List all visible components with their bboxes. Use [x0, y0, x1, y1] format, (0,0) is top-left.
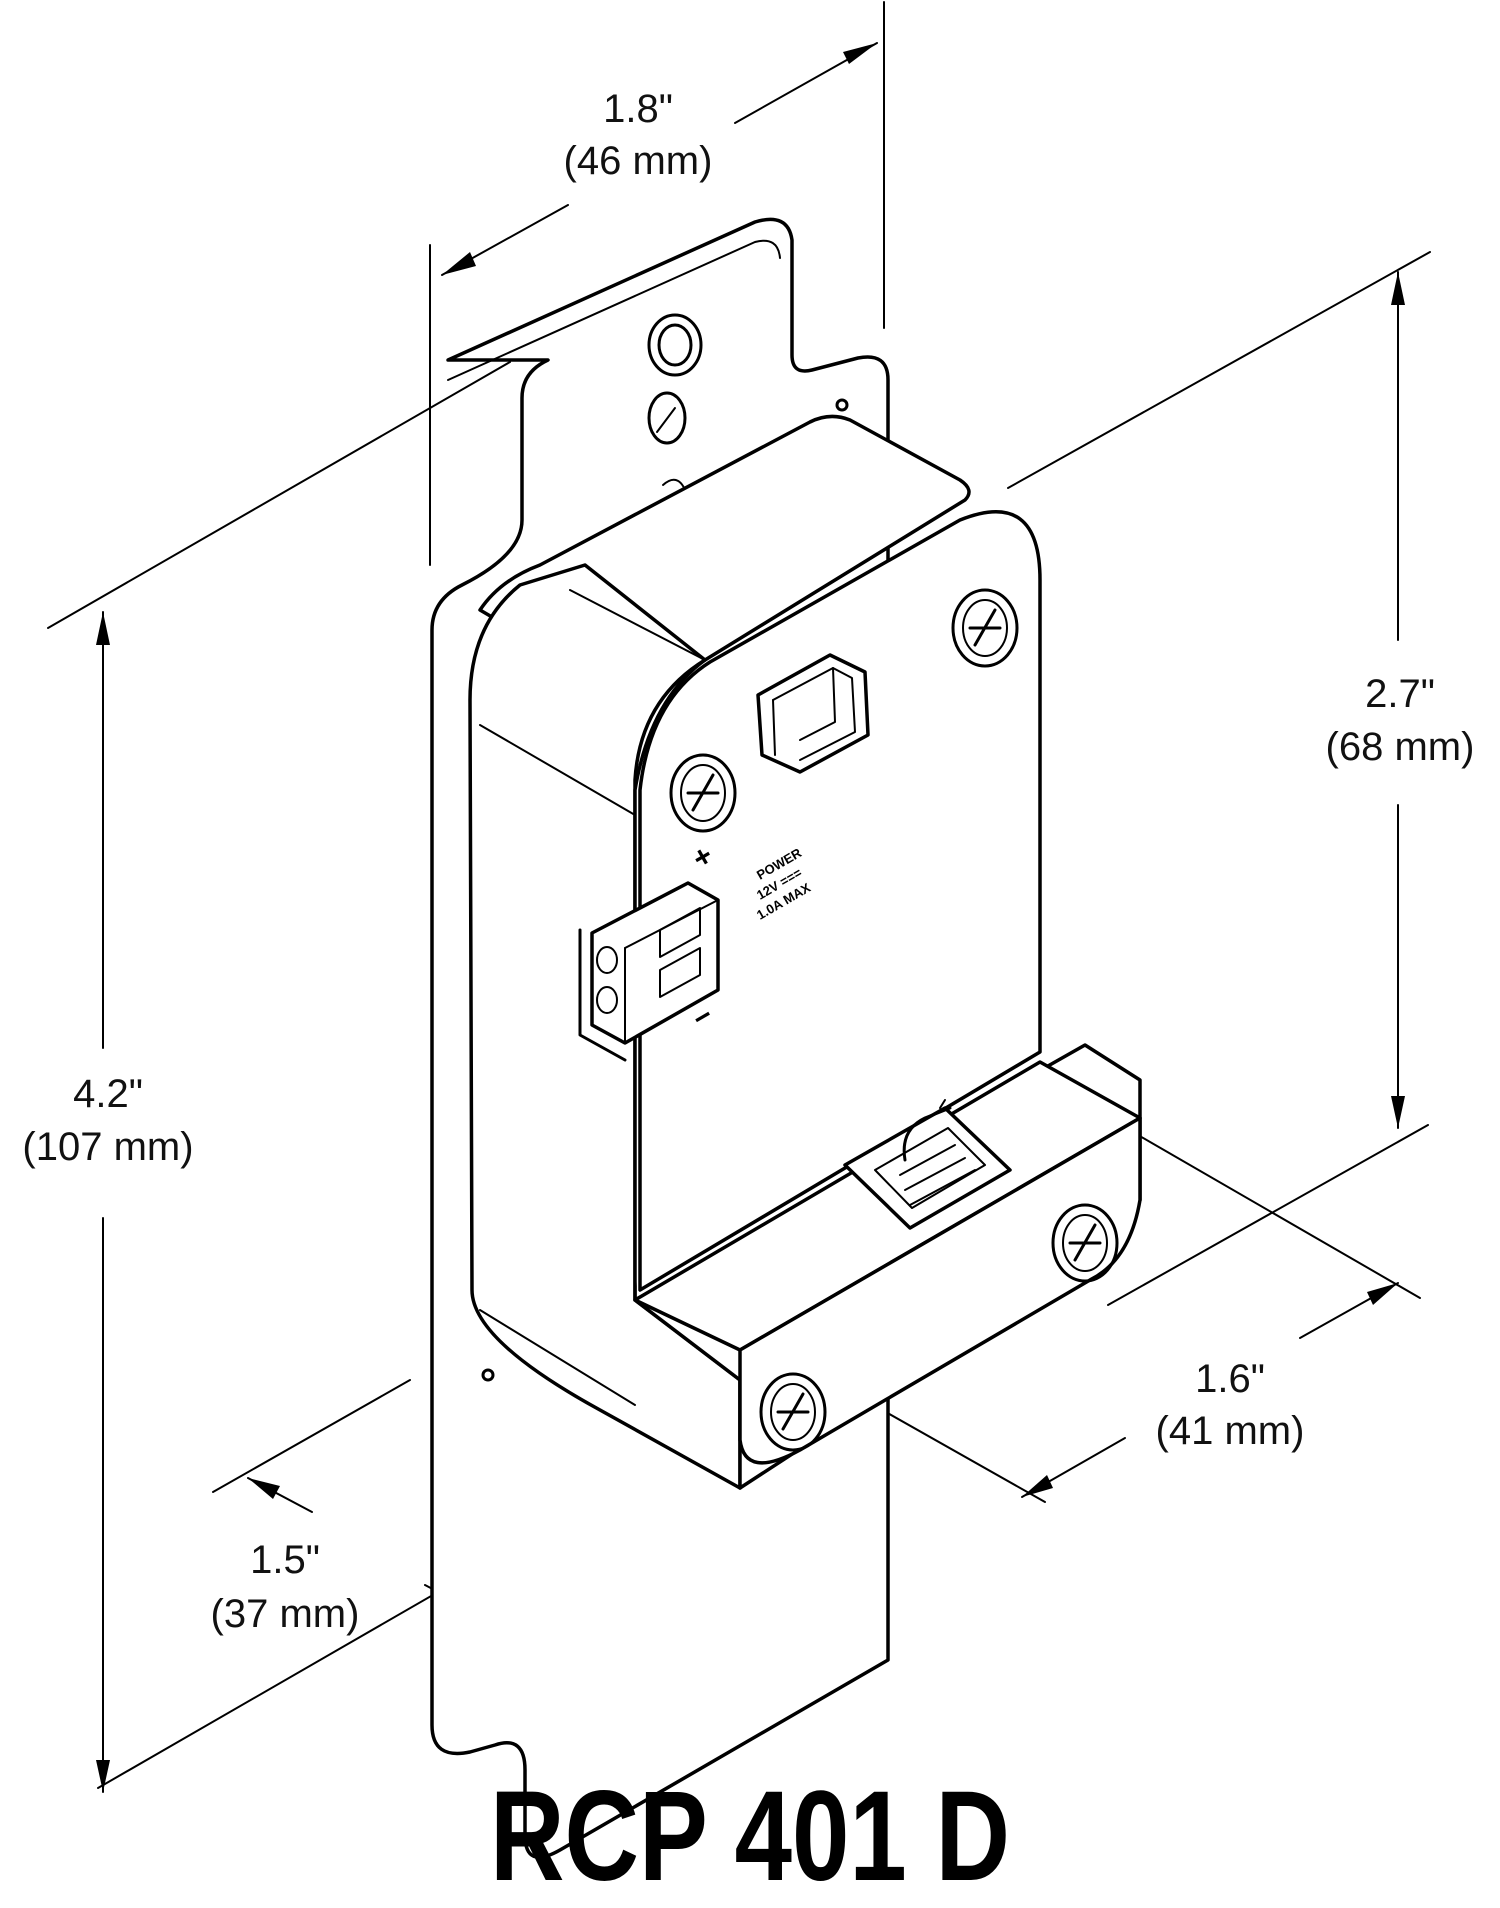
power-terminal-block: + − POWER 12V === 1.0A MAX [578, 839, 813, 1062]
depth-right-metric: (41 mm) [1156, 1409, 1305, 1453]
upper-port [756, 653, 870, 774]
width-top-metric: (46 mm) [564, 139, 713, 183]
dimension-lines [47, 1, 1431, 1793]
height-body-metric: (68 mm) [1326, 725, 1475, 769]
dimension-labels: 1.8" (46 mm) 4.2" (107 mm) 2.7" (68 mm) … [22, 87, 1474, 1636]
lower-port [843, 1099, 1012, 1230]
depth-left-metric: (37 mm) [211, 1592, 360, 1636]
width-top-imperial: 1.8" [603, 87, 673, 131]
screw-icon [1051, 1203, 1119, 1283]
screw-icon [951, 588, 1019, 668]
height-body-imperial: 2.7" [1365, 672, 1435, 716]
height-total-metric: (107 mm) [22, 1125, 193, 1169]
screws [669, 588, 1119, 1452]
depth-left-imperial: 1.5" [250, 1538, 320, 1582]
device-body [468, 414, 1142, 1490]
screw-icon [669, 753, 737, 833]
depth-right-imperial: 1.6" [1195, 1357, 1265, 1401]
model-title: RCP 401 D [490, 1765, 1010, 1908]
screw-icon [759, 1372, 827, 1452]
height-total-imperial: 4.2" [73, 1072, 143, 1116]
